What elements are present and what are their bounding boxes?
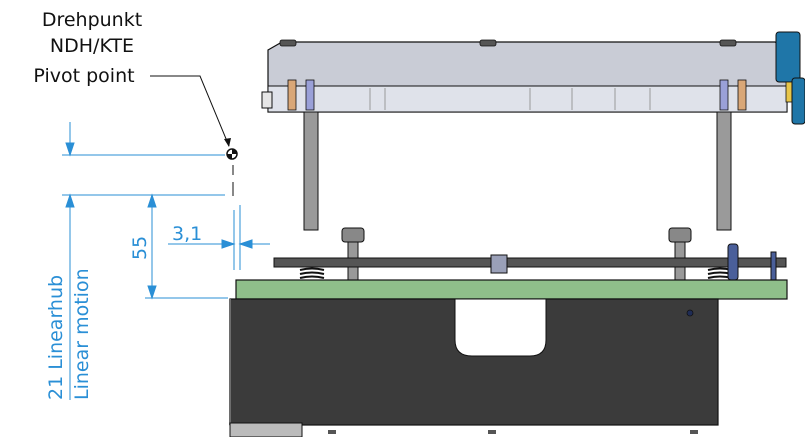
top-cover	[261, 39, 788, 113]
pcb-board	[235, 279, 788, 300]
pivot-label-code: NDH/KTE	[50, 35, 134, 57]
screw-left	[341, 227, 365, 281]
connector	[775, 31, 805, 125]
dimension-height-label: 55	[129, 236, 151, 260]
base-housing	[229, 298, 719, 437]
dimension-offset-label: 3,1	[172, 223, 202, 245]
dimension-stroke-label-en: Linear motion	[71, 268, 93, 400]
pivot-point-symbol	[226, 148, 238, 196]
guide-pin-left	[303, 111, 319, 231]
spring-left	[299, 267, 325, 279]
pressure-plate	[273, 257, 787, 268]
dimension-stroke-label: 21 Linearhub	[45, 275, 67, 400]
dimension-lines	[62, 122, 270, 400]
guide-pin-right	[716, 111, 732, 231]
screw-right	[668, 227, 692, 281]
pivot-leader-line	[150, 75, 231, 147]
pivot-label-en: Pivot point	[33, 65, 134, 87]
pivot-label-de: Drehpunkt	[42, 9, 142, 31]
